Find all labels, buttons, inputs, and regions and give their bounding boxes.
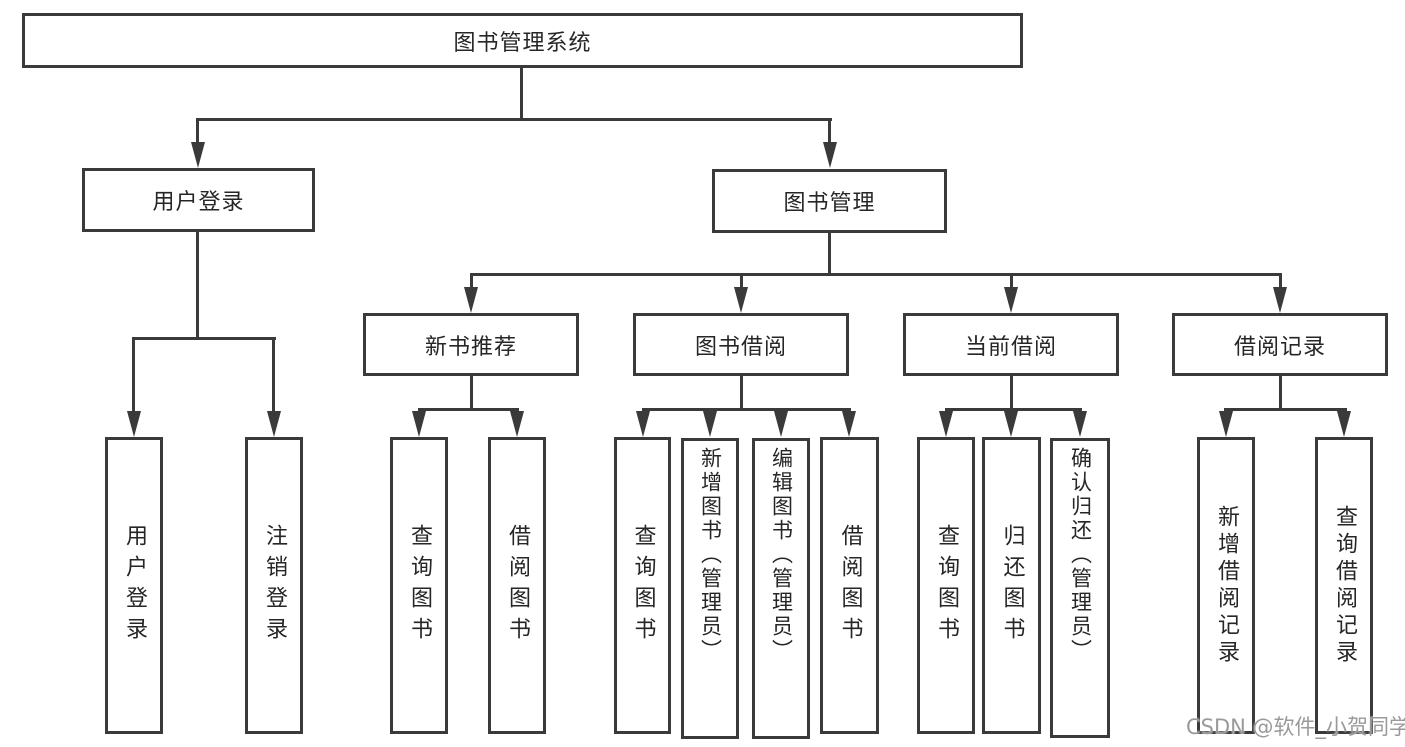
- node-new-book-recommend: 新书推荐: [363, 313, 579, 376]
- node-book-management-label: 图书管理: [783, 191, 876, 216]
- arrow-down-icon: [1337, 411, 1351, 437]
- node-leaf-label: 编辑图书（管理员）: [769, 447, 794, 663]
- connector-login-child1-drop: [132, 337, 135, 415]
- arrow-down-icon: [412, 411, 426, 437]
- node-book-borrow: 图书借阅: [633, 313, 849, 376]
- node-leaf-logout: 注销登录: [245, 437, 303, 734]
- node-book-management: 图书管理: [712, 169, 947, 233]
- connector-management-branch: [470, 273, 1282, 276]
- connector-management-stem: [828, 233, 831, 273]
- connector-current-stem: [1010, 376, 1013, 411]
- connector-current-drop: [1010, 273, 1013, 293]
- arrow-down-icon: [774, 411, 788, 437]
- node-leaf-confirm-return-admin: 确认归还（管理员）: [1050, 438, 1110, 738]
- node-book-borrow-label: 图书借阅: [694, 334, 787, 360]
- node-leaf-query-book-2: 查询图书: [614, 437, 671, 734]
- node-leaf-user-login: 用户登录: [105, 437, 163, 734]
- node-root-label: 图书管理系统: [453, 30, 592, 56]
- node-leaf-add-borrow-record: 新增借阅记录: [1197, 437, 1255, 734]
- arrow-down-icon: [823, 142, 837, 168]
- connector-records-branch: [1224, 408, 1347, 411]
- node-leaf-label: 用户登录: [122, 523, 147, 648]
- node-root: 图书管理系统: [22, 13, 1023, 68]
- arrow-down-icon: [703, 411, 717, 437]
- node-leaf-label: 确认归还（管理员）: [1068, 447, 1093, 663]
- node-leaf-label: 新增图书（管理员）: [698, 447, 723, 663]
- node-current-borrow: 当前借阅: [903, 313, 1119, 376]
- connector-login-stem: [196, 232, 199, 337]
- node-leaf-edit-book-admin: 编辑图书（管理员）: [752, 438, 810, 739]
- arrow-down-icon: [636, 411, 650, 437]
- connector-records-stem: [1279, 376, 1282, 411]
- node-leaf-borrow-book-2: 借阅图书: [820, 437, 879, 734]
- arrow-down-icon: [1004, 287, 1018, 313]
- connector-records-drop: [1279, 273, 1282, 293]
- node-borrow-records-label: 借阅记录: [1233, 334, 1326, 360]
- node-leaf-label: 新增借阅记录: [1214, 504, 1239, 667]
- node-leaf-add-book-admin: 新增图书（管理员）: [681, 438, 739, 739]
- node-leaf-label: 借阅图书: [837, 523, 863, 648]
- arrow-down-icon: [1073, 411, 1087, 437]
- connector-recommend-drop: [470, 273, 473, 293]
- arrow-down-icon: [734, 287, 748, 313]
- node-leaf-label: 查询图书: [407, 523, 432, 648]
- arrow-down-icon: [1004, 411, 1018, 437]
- node-leaf-label: 借阅图书: [505, 523, 530, 648]
- node-leaf-query-book-1: 查询图书: [390, 437, 448, 734]
- connector-borrow-branch: [642, 408, 851, 411]
- arrow-down-icon: [1219, 411, 1233, 437]
- node-current-borrow-label: 当前借阅: [964, 334, 1057, 360]
- csdn-watermark: CSDN @软件_小贺同学: [1186, 715, 1405, 739]
- arrow-down-icon: [510, 411, 524, 437]
- connector-current-branch: [945, 408, 1082, 411]
- arrow-down-icon: [939, 411, 953, 437]
- node-borrow-records: 借阅记录: [1172, 313, 1388, 376]
- arrow-down-icon: [842, 411, 856, 437]
- node-leaf-label: 查询图书: [934, 523, 959, 648]
- node-leaf-return-book: 归还图书: [982, 437, 1041, 734]
- connector-recommend-stem: [470, 376, 473, 411]
- node-leaf-label: 查询图书: [630, 523, 656, 648]
- connector-root-stem: [520, 68, 523, 118]
- arrow-down-icon: [267, 411, 281, 437]
- node-leaf-label: 查询借阅记录: [1332, 504, 1357, 667]
- node-leaf-query-book-3: 查询图书: [917, 437, 975, 734]
- arrow-down-icon: [464, 287, 478, 313]
- connector-borrow-stem: [740, 376, 743, 411]
- arrow-down-icon: [191, 142, 205, 168]
- node-leaf-label: 注销登录: [262, 523, 287, 648]
- node-user-login-label: 用户登录: [152, 190, 245, 215]
- connector-login-child2-drop: [272, 337, 275, 415]
- connector-root-branch: [196, 118, 832, 121]
- node-user-login: 用户登录: [82, 168, 315, 232]
- connector-login-drop: [196, 118, 199, 148]
- node-leaf-label: 归还图书: [999, 523, 1025, 648]
- connector-borrow-drop: [740, 273, 743, 293]
- node-leaf-query-borrow-record: 查询借阅记录: [1315, 437, 1373, 734]
- connector-login-branch: [133, 337, 276, 340]
- arrow-down-icon: [127, 411, 141, 437]
- node-new-book-recommend-label: 新书推荐: [424, 334, 517, 360]
- arrow-down-icon: [1273, 287, 1287, 313]
- connector-recommend-branch: [418, 408, 519, 411]
- connector-management-drop: [828, 118, 831, 148]
- node-leaf-borrow-book-1: 借阅图书: [488, 437, 546, 734]
